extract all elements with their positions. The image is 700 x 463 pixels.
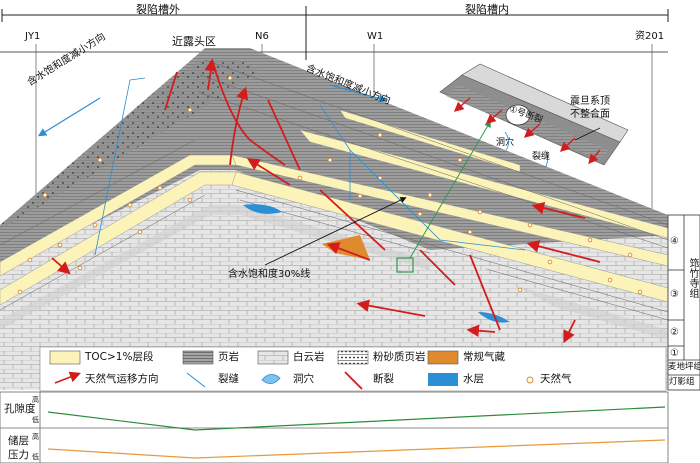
inset-unconf-label-1: 震旦系顶 [570,96,610,107]
pressure-trend-line [47,439,666,459]
porosity-low: 低 [32,416,39,424]
inset-fault-detail [439,63,629,169]
pressure-high: 高 [32,433,39,441]
porosity-high: 高 [32,396,39,404]
well-label-w1: W1 [367,31,384,42]
legend-swatch-cave [261,374,281,384]
legend-label-migration: 天然气运移方向 [85,373,159,385]
water-sat-30-callout [264,197,407,266]
legend-swatch-conv [427,350,459,365]
legend-swatch-fault [344,371,363,390]
well-label-n6: N6 [255,31,269,42]
inside-zone-label: 裂陷槽内 [465,3,509,16]
inset-fracture-label: 裂缝 [532,152,551,162]
porosity-label: 孔隙度 [4,403,36,415]
water-sat-30-label: 含水饱和度30%线 [228,269,311,280]
legend-label-water: 水层 [463,373,484,385]
legend-swatch-migration [54,371,81,384]
porosity-trend-line [47,406,666,431]
legend-swatch-dolomite [257,350,289,365]
legend-swatch-fracture [186,372,206,388]
fracture-lines [94,77,526,256]
inset-unconf-label-2: 不整合面 [570,109,610,120]
legend-swatch-shale [182,350,214,365]
inset-cave-label: 洞穴 [496,138,515,148]
well-label-zi201: 资201 [635,31,665,42]
well-label-jy1: JY1 [25,31,41,42]
legend-label-silty: 粉砂质页岩 [373,351,426,363]
legend-label-shale: 页岩 [218,351,239,363]
interval-2: ② [670,327,679,338]
legend-label-toc: TOC>1%层段 [85,351,154,363]
legend-label-fracture: 裂缝 [218,373,239,385]
dengying-label: 灯影组 [669,377,695,387]
gas-dots [17,75,643,295]
qiongzhusi-label: 筇竹寺组 [687,258,698,298]
legend-label-dolomite: 白云岩 [293,351,325,363]
pressure-label-1: 储层 [8,435,29,447]
legend-label-gas: 天然气 [540,373,572,385]
area-label: 近露头区 [172,35,216,48]
legend-label-conv: 常规气藏 [463,351,505,363]
conventional-gas-reservoir [322,235,370,260]
water-layer-upper [243,204,282,214]
legend-swatch-water [428,373,458,386]
zoom-leader [409,120,492,259]
bottom-panel [0,391,669,463]
interval-4: ④ [670,236,679,247]
interval-3: ③ [670,289,679,300]
legend-swatch-gas [526,376,534,384]
legend-swatch-silty [337,350,369,365]
pressure-label-2: 压力 [8,449,29,461]
migration-arrows [51,58,601,344]
faults [164,59,501,331]
water-sat-arrow-mid [329,84,388,103]
zoom-box [396,257,414,273]
interval-1: ① [670,348,679,359]
maidiping-label: 麦地坪组 [668,362,700,372]
legend-swatch-toc [49,350,81,365]
outside-zone-label: 裂陷槽外 [136,3,180,16]
water-sat-arrow-left [37,97,101,137]
legend-label-fault: 断裂 [373,373,394,385]
legend-label-cave: 洞穴 [293,373,314,385]
cross-section-body [0,48,668,390]
pressure-low: 低 [32,453,39,461]
formation-column [667,214,700,391]
